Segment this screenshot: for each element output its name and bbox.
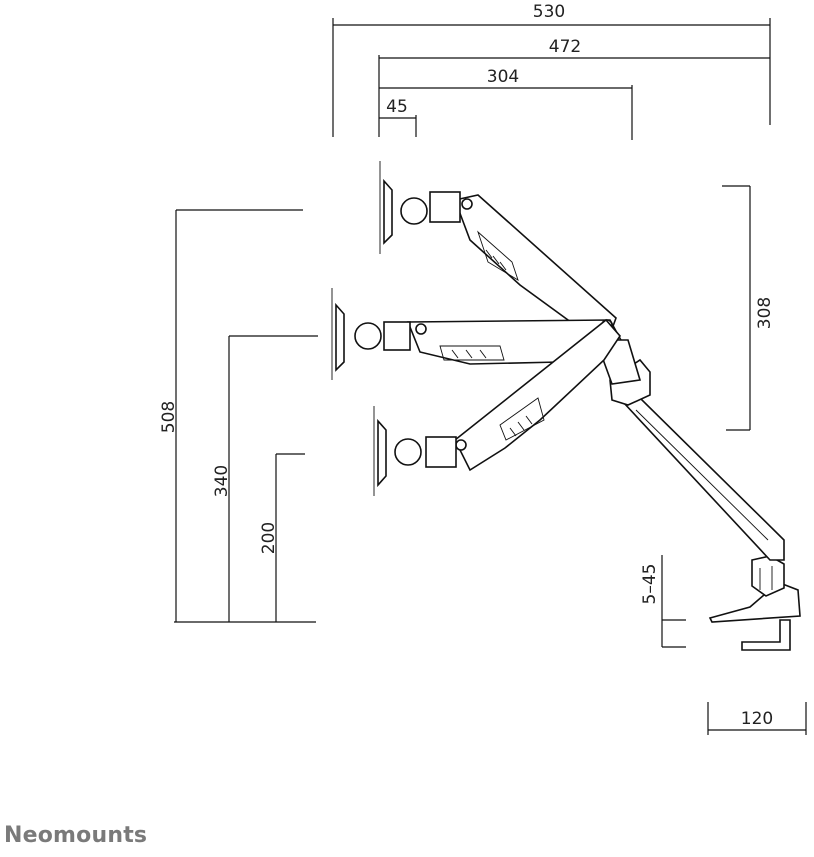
arm-top <box>379 161 617 341</box>
dim-308: 308 <box>722 185 775 431</box>
arm-bottom <box>373 318 622 496</box>
dim-472: 472 <box>378 37 770 137</box>
dim-508: 508 <box>159 209 303 622</box>
dim-label-200: 200 <box>259 522 279 554</box>
dim-label-308: 308 <box>755 297 775 329</box>
dim-label-45: 45 <box>386 97 408 117</box>
dim-label-508: 508 <box>159 401 179 433</box>
support-pole <box>609 358 785 561</box>
dim-label-340: 340 <box>212 465 232 497</box>
dim-530: 530 <box>332 2 771 137</box>
dim-label-530: 530 <box>533 2 565 22</box>
dim-label-472: 472 <box>549 37 581 57</box>
dim-label-120: 120 <box>741 709 773 729</box>
brand-logo: Neomounts <box>4 823 148 848</box>
dim-45: 45 <box>379 97 417 137</box>
dim-304: 304 <box>379 67 633 140</box>
dim-desk: 5–45 <box>640 555 686 648</box>
dim-120: 120 <box>707 702 807 735</box>
dim-label-304: 304 <box>487 67 519 87</box>
desk-clamp <box>708 555 801 651</box>
dim-200: 200 <box>259 453 305 622</box>
dim-label-desk: 5–45 <box>640 564 660 605</box>
dim-340: 340 <box>212 335 318 622</box>
